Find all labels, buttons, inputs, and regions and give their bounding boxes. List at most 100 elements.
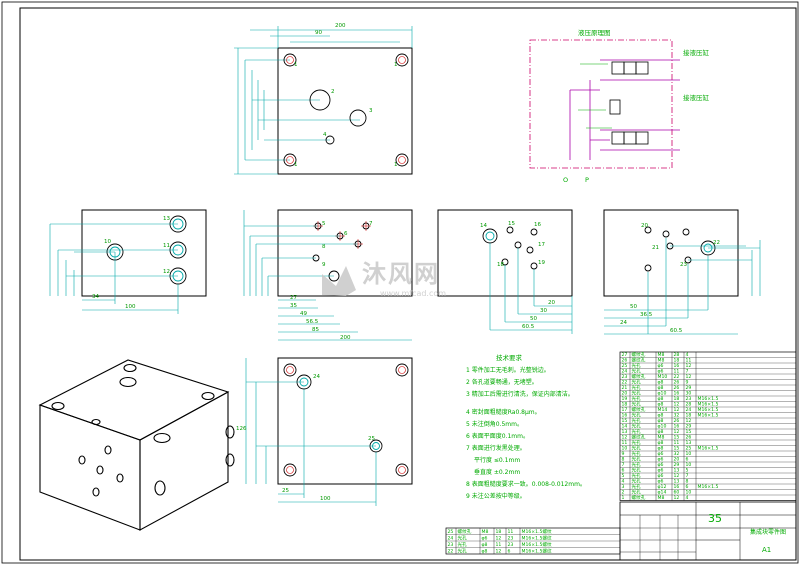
watermark-text: 沐风网 [362, 260, 440, 288]
hole-table-bottom-cell: φ6 [482, 535, 488, 541]
hole-table-right-cell: 13 [674, 478, 680, 484]
hole-table-right-cell: 20 [674, 456, 680, 462]
hole-table-right-cell: 28 [686, 401, 692, 407]
hole-table-right-cell: φ8 [658, 418, 664, 424]
hole-table-right-cell: 32 [674, 412, 680, 418]
hole-table-right-cell: 11 [622, 440, 628, 446]
hole-table-right-cell: φ6 [658, 467, 664, 473]
hole-table-right-cell: 13 [686, 440, 692, 446]
svg-text:8: 8 [322, 244, 326, 250]
hole-table-right-cell: 10 [686, 451, 692, 457]
svg-text:6 表面平面度0.1mm。: 6 表面平面度0.1mm。 [466, 432, 529, 440]
hole-table-right-cell: 光孔 [632, 367, 642, 374]
hole-table-bottom-cell: 23 [508, 535, 514, 541]
hole-table-right-cell: 17 [622, 407, 628, 413]
hole-table-right-cell: 18 [674, 357, 680, 363]
svg-text:7: 7 [369, 221, 373, 227]
hole-table-right-cell: 29 [674, 462, 680, 468]
hole-table-bottom-cell: 22 [448, 548, 454, 554]
hole-table-bottom-cell: 18 [496, 529, 502, 535]
isometric-block [38, 359, 235, 531]
hole-table-right-cell: 光孔 [632, 362, 642, 369]
svg-text:36.5: 36.5 [640, 312, 653, 318]
hole-table-right-cell: 螺纹孔 [632, 494, 646, 501]
hole-table-right-cell: M16×1.5 [698, 407, 719, 413]
hole-table-right-cell: 15 [686, 429, 692, 435]
schematic-label-mid: 接液压缸 [683, 93, 710, 102]
hole-table-right-cell: 3 [622, 484, 625, 490]
svg-text:15: 15 [508, 221, 515, 227]
hole-table-right-cell: φ8 [658, 412, 664, 418]
hole-table-right-cell: 29 [686, 423, 692, 429]
svg-text:1: 1 [294, 62, 298, 68]
hole-table-right-cell: 27 [622, 352, 628, 358]
hole-table-right-cell: φ8 [658, 429, 664, 435]
hole-table-right-cell: 光孔 [632, 477, 642, 484]
hole-table-right-cell: 10 [686, 489, 692, 495]
watermark-url: www.mfcad.com [380, 289, 446, 298]
svg-text:8 表面粗糙度要求一致。0.008-0.012mm。: 8 表面粗糙度要求一致。0.008-0.012mm。 [466, 480, 586, 488]
schematic-title: 液压原理图 [578, 28, 611, 37]
svg-text:90: 90 [315, 30, 322, 36]
hole-table-right-cell: 光孔 [632, 378, 642, 385]
svg-text:7 表面进行发黑处理。: 7 表面进行发黑处理。 [466, 444, 526, 452]
hole-table-right-cell: φ12 [658, 484, 667, 490]
hole-table-bottom-cell: 24 [448, 535, 454, 541]
hole-table-right-cell: 螺纹孔 [632, 406, 646, 413]
hole-table-right-cell: 25 [622, 363, 628, 369]
hole-table-right-cell: 13 [674, 467, 680, 473]
hole-table-right-cell: 16 [674, 484, 680, 490]
hole-table-right-cell: M8 [658, 352, 665, 358]
svg-text:60.5: 60.5 [670, 328, 683, 334]
svg-text:3 精加工后需进行清洗，保证内部清洁。: 3 精加工后需进行清洗，保证内部清洁。 [466, 390, 574, 398]
hole-table-right-cell: φ6 [658, 451, 664, 457]
hole-table-bottom-cell: φ8 [482, 542, 488, 548]
hole-table-right-cell: 19 [622, 396, 628, 402]
svg-text:34: 34 [92, 294, 99, 300]
hole-table-right-cell: 18 [674, 396, 680, 402]
hole-table-right-cell: 22 [622, 379, 628, 385]
hole-table-bottom-cell: M16×1.5螺纹 [522, 547, 553, 554]
hole-table-bottom-cell: 25 [448, 529, 454, 535]
svg-text:1 零件加工无毛刺。光整锐边。: 1 零件加工无毛刺。光整锐边。 [466, 366, 550, 374]
hole-table-right-cell: 10 [622, 445, 628, 451]
hole-table-right-cell: 18 [622, 401, 628, 407]
inner-frame [19, 7, 797, 561]
hole-table-right-cell: 8 [622, 456, 625, 462]
hole-table-right-cell: 23 [622, 374, 628, 380]
svg-text:14: 14 [480, 223, 487, 229]
hole-table-right-cell: 5 [686, 467, 689, 473]
hole-table-right-cell: 20 [622, 390, 628, 396]
hole-table-right-cell: 29 [686, 385, 692, 391]
tech-req-title: 技术要求 [496, 353, 523, 362]
hole-table-bottom-cell: 光孔 [458, 534, 468, 541]
hole-table-bottom-cell: φ8 [482, 548, 488, 554]
hole-table-right-cell: φ6 [658, 363, 664, 369]
hole-table-right-cell: M8 [658, 357, 665, 363]
hole-table-right-cell: 26 [674, 385, 680, 391]
hole-table-bottom-cell: 光孔 [458, 547, 468, 554]
hole-table-right-cell: 15 [674, 445, 680, 451]
hole-table-right-cell: M16×1.5 [698, 412, 719, 418]
port-p: P [585, 176, 589, 184]
svg-text:1: 1 [294, 162, 298, 168]
svg-text:27: 27 [290, 295, 297, 301]
hole-table-right-cell: 32 [674, 451, 680, 457]
left-view: 13 10 11 12 34 100 [49, 209, 207, 314]
hole-table-right-cell: 4 [686, 352, 689, 358]
hole-table-right-cell: M8 [658, 495, 665, 501]
hole-table-right-cell: 15 [622, 418, 628, 424]
svg-text:25: 25 [368, 436, 375, 442]
hole-table-right-cell: 光孔 [632, 417, 642, 424]
sheet-size: A1 [762, 546, 771, 554]
hole-table-right-cell: 4 [686, 495, 689, 501]
svg-text:16: 16 [534, 222, 541, 228]
hole-table-right-cell: M8 [658, 434, 665, 440]
svg-text:20: 20 [548, 300, 555, 306]
svg-text:24: 24 [313, 374, 320, 380]
svg-text:11: 11 [163, 243, 170, 249]
hole-table-right-cell: 12 [686, 374, 692, 380]
svg-text:3: 3 [369, 108, 373, 114]
svg-text:21: 21 [652, 245, 659, 251]
